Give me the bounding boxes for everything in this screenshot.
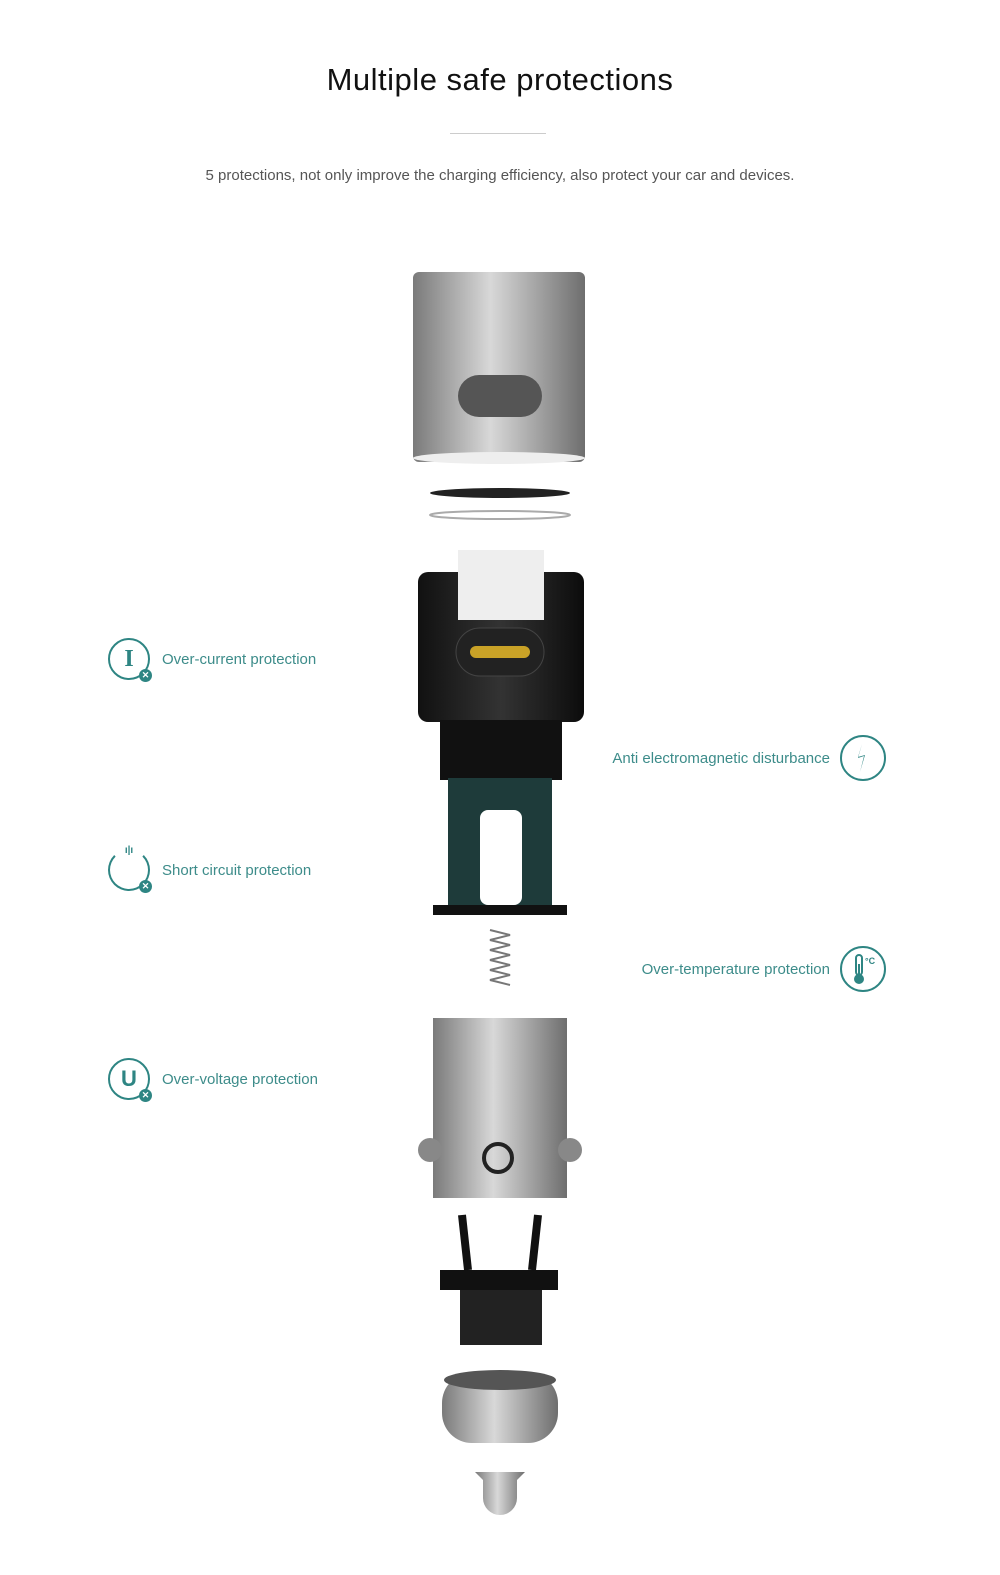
feature-label: Over-current protection — [162, 650, 317, 668]
subtitle: 5 protections, not only improve the char… — [205, 167, 795, 184]
feature-over-temperature: Over-temperature protection °C — [642, 946, 886, 992]
feature-label: Over-voltage protection — [162, 1070, 318, 1088]
page-title: Multiple safe protections — [326, 62, 674, 97]
feature-over-current: I✕ Over-current protection — [108, 638, 317, 682]
thermometer-icon: °C — [840, 946, 886, 992]
feature-over-voltage: U✕ Over-voltage protection — [108, 1058, 318, 1102]
feature-label: Short circuit protection — [162, 861, 312, 879]
voltage-icon: U✕ — [108, 1058, 152, 1102]
feature-label: Over-temperature protection — [641, 960, 830, 978]
lightning-icon — [840, 735, 886, 781]
divider — [450, 133, 546, 134]
feature-label: Anti electromagnetic disturbance — [612, 749, 830, 767]
feature-short-circuit: ı|ı✕ Short circuit protection — [108, 845, 312, 893]
car-charger-exploded-view — [400, 260, 600, 1520]
power-icon: ı|ı✕ — [108, 845, 152, 893]
svg-text:°C: °C — [865, 956, 876, 966]
feature-anti-emi: Anti electromagnetic disturbance — [612, 735, 886, 781]
current-icon: I✕ — [108, 638, 152, 682]
